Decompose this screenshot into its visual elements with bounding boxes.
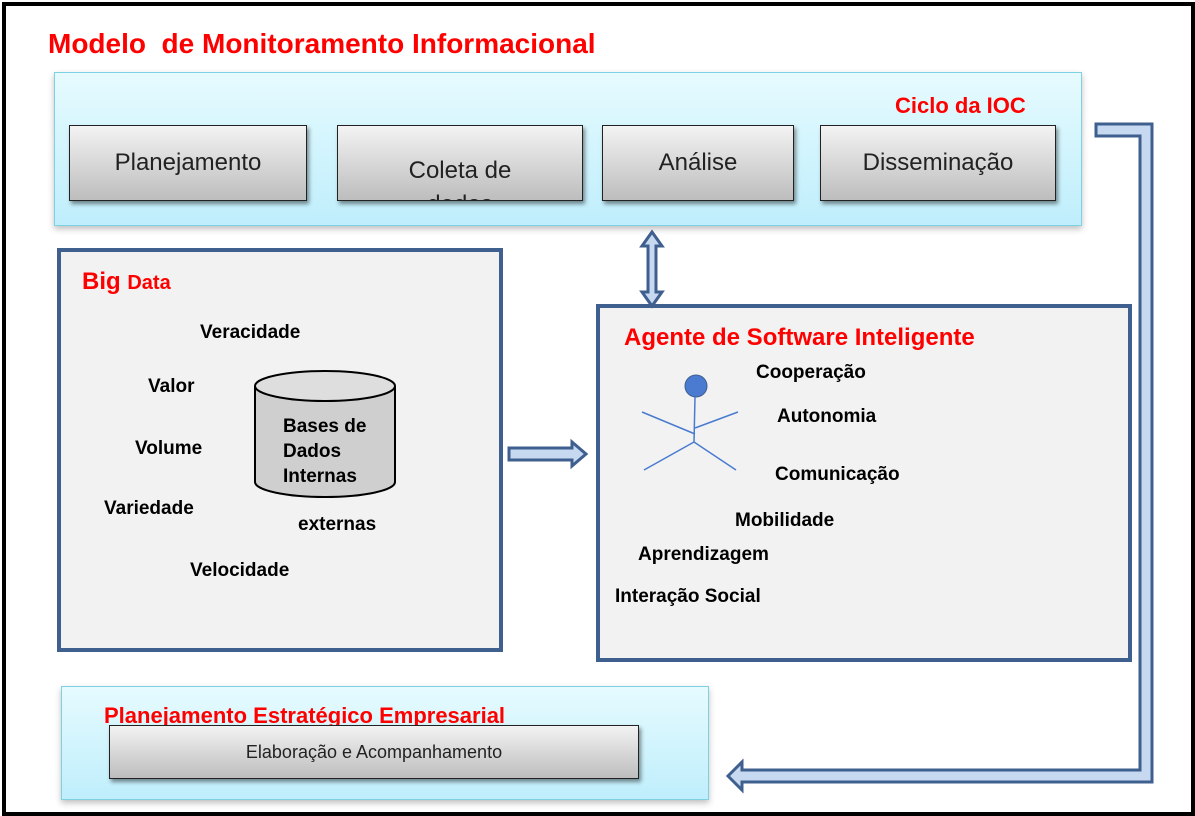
step-disseminacao: Disseminação: [820, 125, 1056, 201]
big-data-title-data: Data: [127, 272, 171, 294]
strategic-planning-title: Planejamento Estratégico Empresarial: [104, 703, 506, 728]
step-planejamento: Planejamento: [69, 125, 307, 201]
attr-velocidade: Velocidade: [190, 560, 290, 581]
attr-volume: Volume: [135, 438, 203, 459]
external-bases-label: externas: [298, 514, 377, 535]
attr-variedade: Variedade: [104, 498, 194, 519]
attr-aprendizagem: Aprendizagem: [638, 544, 769, 565]
big-data-title: Big Data: [82, 268, 171, 296]
database-label: Bases de Dados Internas: [283, 416, 367, 487]
step-coleta-label: Coleta de dados: [408, 157, 512, 200]
step-analise-label: Análise: [658, 149, 738, 176]
strategic-planning-panel: Planejamento Estratégico Empresarial Ela…: [61, 686, 709, 800]
attr-interacao-social: Interação Social: [615, 586, 761, 607]
step-elaboracao-label: Elaboração e Acompanhamento: [245, 741, 503, 762]
attr-cooperacao: Cooperação: [756, 362, 866, 383]
big-data-panel: [57, 248, 503, 652]
attr-veracidade: Veracidade: [200, 322, 301, 343]
step-elaboracao-acompanhamento: Elaboração e Acompanhamento: [109, 725, 639, 779]
diagram-title: Modelo de Monitoramento Informacional: [48, 28, 596, 59]
step-coleta-de-dados: Coleta de dados: [337, 125, 583, 201]
ioc-cycle-title: Ciclo da IOC: [895, 93, 1026, 118]
step-analise: Análise: [602, 125, 794, 201]
agent-title: Agente de Software Inteligente: [624, 324, 975, 351]
actor-figure-icon: [641, 374, 739, 471]
step-disseminacao-label: Disseminação: [862, 149, 1014, 176]
step-planejamento-label: Planejamento: [114, 149, 262, 176]
attr-valor: Valor: [148, 376, 195, 397]
database-cylinder-icon: [254, 370, 396, 498]
attr-mobilidade: Mobilidade: [735, 510, 835, 531]
attr-comunicacao: Comunicação: [775, 464, 900, 485]
attr-autonomia: Autonomia: [777, 406, 877, 427]
ioc-cycle-panel: Ciclo da IOC Planejamento Coleta de dado…: [54, 72, 1082, 226]
big-data-title-big: Big: [82, 268, 121, 295]
